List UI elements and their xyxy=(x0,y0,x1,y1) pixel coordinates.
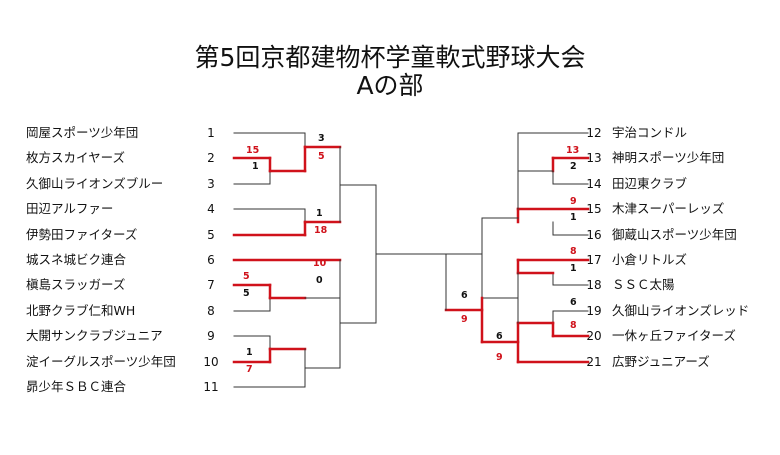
match-score: 8 xyxy=(570,320,577,331)
team-seed: 7 xyxy=(207,278,215,292)
match-score: 1 xyxy=(252,161,259,172)
match-score: 1 xyxy=(246,347,253,358)
team-name: 田辺アルファー xyxy=(26,201,114,216)
match-score: 2 xyxy=(570,161,577,172)
team-seed: 19 xyxy=(586,304,602,318)
match-score: 9 xyxy=(570,196,577,207)
team-name: 木津スーパーレッズ xyxy=(612,201,725,216)
team-name: 槇島スラッガーズ xyxy=(26,277,126,292)
team-name: ＳＳＣ太陽 xyxy=(612,277,675,292)
team-name: 淀イーグルスポーツ少年団 xyxy=(26,354,176,369)
team-name: 北野クラブ仁和WH xyxy=(26,303,136,318)
match-score: 15 xyxy=(246,145,259,156)
match-score: 5 xyxy=(318,151,325,162)
team-seed: 6 xyxy=(207,253,215,267)
team-seed: 9 xyxy=(207,329,215,343)
team-name: 岡屋スポーツ少年団 xyxy=(26,125,139,140)
team-seed: 11 xyxy=(203,380,219,394)
match-score: 3 xyxy=(318,133,325,144)
match-score: 13 xyxy=(566,145,579,156)
match-score: 18 xyxy=(314,225,328,236)
team-seed: 8 xyxy=(207,304,215,318)
match-score: 5 xyxy=(243,288,250,299)
team-name: 城スネ城ビク連合 xyxy=(26,252,127,267)
team-seed: 20 xyxy=(586,329,602,343)
team-seed: 18 xyxy=(586,278,602,292)
team-name: 宇治コンドル xyxy=(612,125,688,140)
team-seed: 14 xyxy=(586,177,602,191)
team-name: 伊勢田ファイターズ xyxy=(26,227,138,242)
team-seed: 15 xyxy=(586,202,602,216)
team-name: 久御山ライオンズブルー xyxy=(26,176,164,191)
team-seed: 5 xyxy=(207,228,215,242)
match-score: 6 xyxy=(570,297,577,308)
team-name: 田辺東クラブ xyxy=(612,176,688,191)
match-score: 6 xyxy=(496,331,503,342)
team-name: 一休ヶ丘ファイターズ xyxy=(612,328,736,343)
match-score: 5 xyxy=(243,271,250,282)
team-name: 大開サンクラブジュニア xyxy=(26,328,163,343)
team-name: 小倉リトルズ xyxy=(612,252,688,267)
match-score: 9 xyxy=(496,352,503,363)
team-seed: 10 xyxy=(203,355,219,369)
match-score: 0 xyxy=(316,275,323,286)
match-score: 10 xyxy=(313,258,327,269)
team-name: 御蔵山スポーツ少年団 xyxy=(612,227,737,242)
match-score: 1 xyxy=(316,208,323,219)
team-name: 広野ジュニアーズ xyxy=(612,354,710,369)
team-seed: 2 xyxy=(207,151,215,165)
match-score: 9 xyxy=(461,314,468,325)
team-seed: 13 xyxy=(586,151,602,165)
team-name: 久御山ライオンズレッド xyxy=(612,303,750,318)
team-seed: 4 xyxy=(207,202,215,216)
match-score: 1 xyxy=(570,212,577,223)
team-name: 枚方スカイヤーズ xyxy=(26,150,126,165)
team-seed: 17 xyxy=(586,253,602,267)
match-score: 6 xyxy=(461,290,468,301)
page-subtitle: Aの部 xyxy=(356,71,424,100)
team-seed: 21 xyxy=(586,355,602,369)
team-seed: 3 xyxy=(207,177,215,191)
page-title: 第5回京都建物杯学童軟式野球大会 xyxy=(194,43,586,72)
team-seed: 16 xyxy=(586,228,602,242)
team-seed: 1 xyxy=(207,126,215,140)
match-score: 7 xyxy=(246,364,253,375)
match-score: 8 xyxy=(570,246,577,257)
team-seed: 12 xyxy=(586,126,602,140)
match-score: 1 xyxy=(570,263,577,274)
team-name: 神明スポーツ少年団 xyxy=(612,150,725,165)
team-name: 昴少年ＳＢＣ連合 xyxy=(26,379,127,394)
